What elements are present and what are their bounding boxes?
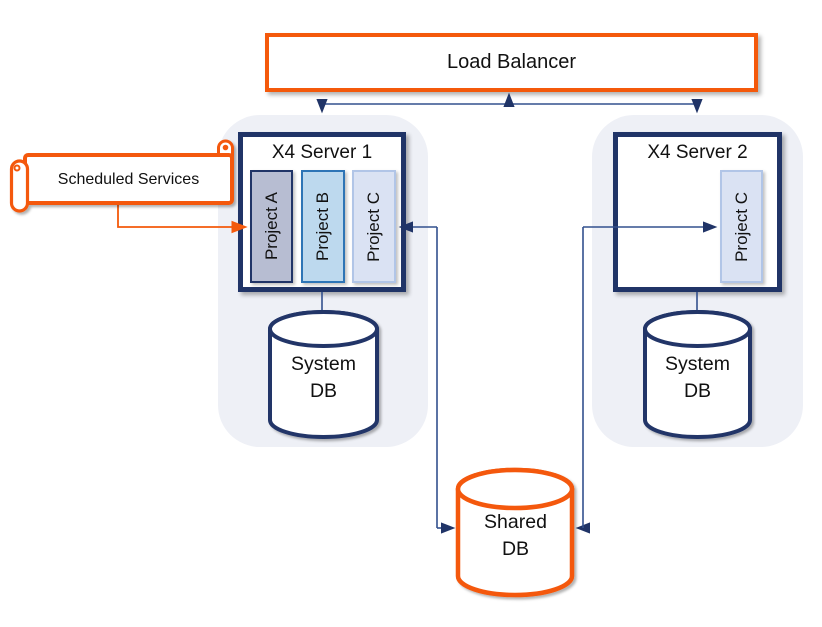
load-balancer-label: Load Balancer — [447, 51, 576, 73]
server1-project-b-label: Project B — [313, 192, 332, 261]
server1-title: X4 Server 1 — [271, 142, 373, 163]
system-db-2-label: System DB — [664, 353, 730, 402]
lb-to-servers-connector — [316, 92, 703, 114]
server1-project-b-box: Project B — [301, 170, 345, 283]
server1-project-c-label: Project C — [364, 191, 383, 262]
server2-project-c-box: Project C — [720, 170, 763, 283]
server2-project-c-label: Project C — [731, 191, 751, 262]
shared-db-label: Shared DB — [484, 511, 547, 560]
server1-project-a-label: Project A — [261, 192, 281, 261]
system-db-1-label: System DB — [290, 353, 356, 402]
server2-node: X4 Server 2 Project C — [613, 132, 782, 292]
scheduled-services-label: Scheduled Services — [57, 171, 200, 188]
server1-project-a-box: Project A — [250, 170, 293, 283]
load-balancer-node: Load Balancer — [265, 33, 758, 92]
server1-project-c-box: Project C — [352, 170, 396, 283]
server1-node: X4 Server 1 Project A Project B Project … — [238, 132, 406, 292]
server2-title: X4 Server 2 — [647, 142, 748, 163]
